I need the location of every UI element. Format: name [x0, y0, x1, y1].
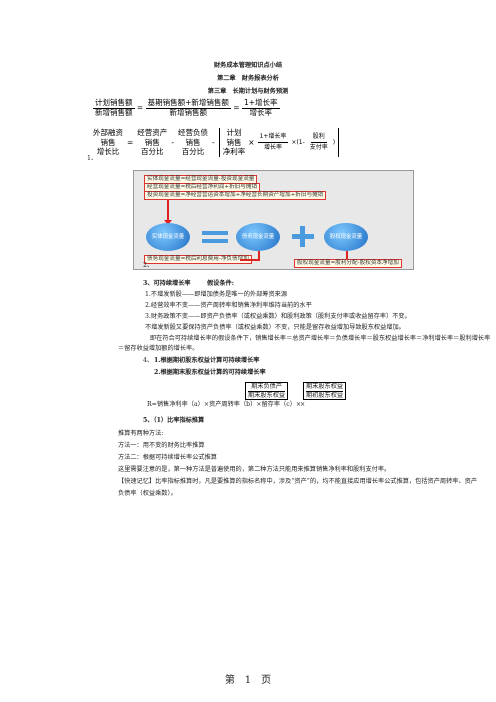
p5-e: 【快速记忆】比率指标推算时，凡是要推算的指标名称中，涉及“资产”的，均不能直接应…: [118, 478, 478, 485]
formula-4-prefix: R=销售净利率（a）×资产周转率（b）×留存率（c）×: [147, 401, 302, 408]
item-5-heading: 5、（1）比率指标推算: [143, 417, 205, 424]
arrow-debt-horizontal: [240, 259, 260, 261]
arrow-debt: [258, 251, 260, 259]
diagram-box-equity-cf: 股权现金流量=股利分配-股权资本净增加: [294, 259, 402, 268]
item-3-heading: 3、可持续增长率: [143, 280, 191, 287]
p5-d: 这里需要注意的是，第一种方法是普遍使用的，第二种方法只能用来推算销售净利率和股利…: [118, 466, 391, 473]
formula-1-lhs: 计划销售额 新增销售额: [93, 98, 135, 117]
formula-4-box-b: 期末股东权益 期初股东权益: [303, 382, 347, 400]
chapter-2-heading: 第二章 财务报表分析: [217, 75, 279, 82]
p5-f: 负债率（权益乘数）。: [118, 490, 177, 497]
formula-1-rhs: 1+增长率 增长率: [241, 98, 280, 117]
assumption-2: 2.经营效率不变——资产周转率和销售净利率维持当前的水平: [145, 302, 312, 309]
chapter-3-heading: 第三章 长期计划与财务预测: [207, 88, 289, 95]
p5-c: 方法二：根据可持续增长率公式推算: [118, 454, 217, 461]
item-4-method-1: 1.根据期初股东权益计算可持续增长率: [154, 357, 260, 364]
formula-2-bracket: 计划 销售 净利率 × 1+增长率 增长率 ×(1- 股利 支付率 ): [218, 128, 340, 157]
p5-a: 推算有两种方法:: [118, 430, 164, 437]
page-footer: 第 1 页: [224, 675, 272, 686]
diagram-box-investing-cf: 投资现金流量=净经营营运资本增加+净经营长期资产增加+折旧与摊销: [144, 191, 327, 200]
doc-title: 财务成本管理知识点小结: [213, 62, 283, 69]
p5-b: 方法一：用不变的财务比率推算: [118, 442, 205, 449]
paragraph-growth-1: 即在符合可持续增长率的假设条件下，销售增长率＝总资产增长率＝负债增长率＝股东权益…: [150, 335, 491, 342]
formula-1-mid: 基期销售额+新增销售额 新增销售额: [145, 98, 231, 117]
cash-flow-diagram: 实体现金流量=经营现金流量-投资现金流量 经营现金流量=税后经营净利润+折旧与摊…: [133, 170, 414, 270]
formula-1: 计划销售额 新增销售额 = 基期销售额+新增销售额 新增销售额 = 1+增长率 …: [93, 98, 280, 117]
item-2-label: 2、: [143, 262, 154, 269]
equals-top: [202, 231, 228, 235]
assumption-3: 3.财务政策不变——即资产负债率（或权益乘数）和股利政策（股利支付率或收益留存率…: [145, 313, 411, 320]
plus-vertical: [300, 226, 305, 247]
equals-bottom: [202, 239, 228, 243]
item-1-label: 1、: [87, 155, 98, 162]
diagram-box-debt-cf: 债务现金流量=税后利息费用-净负债增加: [144, 255, 252, 264]
assumption-1: 1.不增发新股——即增加债务是唯一的外部筹资来源: [145, 291, 288, 298]
assumption-4: 不增发新股又要保持资产负债率（或权益乘数）不变，只能是留存收益增加导致股东权益增…: [145, 324, 405, 331]
arrow-head-1: [164, 220, 172, 225]
arrow-equity: [346, 251, 348, 259]
ellipse-equity-cf: 股权现金流量: [324, 223, 368, 251]
item-4-method-2: 2.根据期末股东权益计算的可持续增长率: [154, 369, 266, 376]
formula-2: 外部融资 销售 增长比 = 经营资产 销售 百分比 - 经营负债 销售 百分比 …: [93, 128, 340, 157]
ellipse-debt-cf: 债务现金流量: [236, 223, 280, 251]
ellipse-entity-cf: 实体现金流量: [146, 223, 190, 251]
paragraph-growth-2: ＝留存收益增加额的增长率。: [118, 345, 199, 352]
arrow-down-1: [167, 200, 169, 222]
item-3-assumptions-label: 假设条件:: [207, 280, 235, 287]
formula-4-box-a: 期末负债产 期末股东权益: [245, 382, 289, 400]
item-4-label: 4、: [143, 357, 154, 364]
